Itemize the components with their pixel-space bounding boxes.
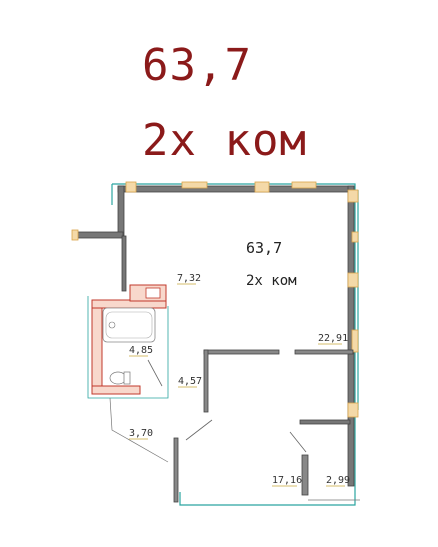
plan-area-label: 63,7	[246, 239, 282, 257]
toilet-icon	[109, 371, 127, 385]
bathroom-door	[147, 359, 163, 387]
bathtub-icon	[102, 307, 156, 343]
outer-outline	[111, 183, 359, 506]
room-area-label: 2,99	[326, 475, 350, 486]
room-area-label: 3,70	[129, 428, 153, 439]
bathroom-block	[87, 284, 169, 399]
sink-icon	[108, 321, 116, 329]
outer-walls	[74, 185, 355, 487]
plan-type-label: 2х ком	[246, 273, 297, 289]
interior-walls	[173, 349, 354, 503]
windows	[71, 181, 359, 418]
apartment-type-heading: 2х ком	[142, 115, 307, 166]
apartment-area-heading: 63,7	[142, 40, 252, 91]
doors	[185, 419, 309, 496]
room-area-label: 17,16	[272, 475, 302, 486]
room-area-label: 7,32	[177, 273, 201, 284]
room-area-label: 22,91	[318, 333, 348, 344]
room-area-label: 4,85	[129, 345, 153, 356]
balconies	[109, 397, 360, 501]
room-area-label: 4,57	[178, 376, 202, 387]
